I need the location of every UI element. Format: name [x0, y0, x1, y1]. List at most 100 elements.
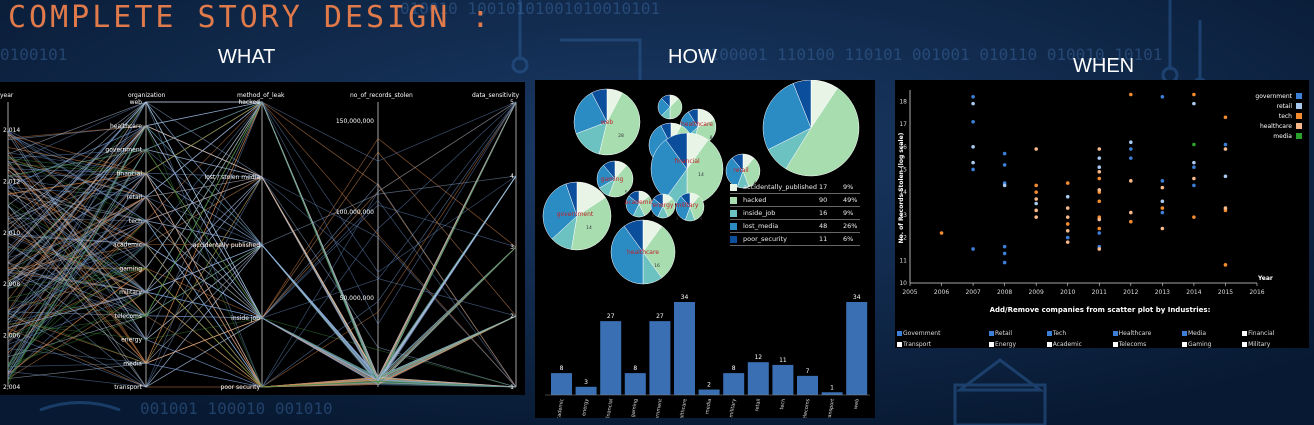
scatter-point-government — [1002, 151, 1007, 156]
industry-checkbox-healthcare[interactable]: Healthcare — [1112, 330, 1182, 337]
industry-checkbox-tech[interactable]: Tech — [1046, 330, 1113, 337]
industry-checkbox-financial[interactable]: Financial — [1242, 330, 1305, 337]
bar-category: military — [728, 398, 737, 418]
industry-checkbox-energy[interactable]: Energy — [989, 341, 1047, 348]
bar-value: 8 — [732, 365, 736, 372]
checkbox-box[interactable] — [989, 331, 995, 336]
bar-value: 8 — [560, 365, 564, 372]
checkbox-label: Gaming — [1187, 341, 1212, 348]
bubble-count: 14 — [586, 225, 592, 231]
how-chart[interactable]: web28healthcare8financial14retail6gaming… — [535, 80, 875, 418]
section-title-what: WHAT — [218, 46, 276, 68]
scatter-point-retail — [971, 144, 975, 149]
bubble-pie — [596, 160, 634, 198]
y-tick-label: 18 — [899, 98, 907, 105]
binary-text: 0100001 110100 110101 001001 010110 0100… — [700, 45, 1162, 64]
bar-category: energy — [581, 398, 590, 416]
section-title-when: WHEN — [1073, 55, 1135, 77]
scatter-point-retail — [1002, 183, 1007, 188]
y-tick-label: 17 — [899, 121, 907, 128]
scatter-point-government — [971, 167, 975, 172]
bar — [624, 373, 646, 395]
bubble-label: healthcare — [627, 249, 659, 256]
industry-checkbox-gaming[interactable]: Gaming — [1181, 341, 1242, 348]
sensitivity-tick: 5 — [510, 99, 514, 106]
scatter-point-government — [1160, 179, 1165, 183]
pie-slice — [603, 160, 616, 180]
scatter-point-tech — [1097, 226, 1102, 231]
pie-slice — [661, 94, 671, 108]
industry-checkbox-media[interactable]: Media — [1181, 330, 1242, 337]
checkbox-box[interactable] — [1046, 331, 1052, 336]
legend-label: government — [1255, 93, 1292, 100]
scatter-point-retail — [971, 160, 975, 165]
legend-name: inside_job — [743, 209, 776, 217]
x-tick-label: 2007 — [965, 289, 980, 296]
scatter-point-healthcare — [1034, 197, 1038, 201]
industry-checkbox-military[interactable]: Military — [1242, 341, 1305, 348]
scatter-point-government — [1129, 147, 1133, 151]
industry-checkbox-telecoms[interactable]: Telecoms — [1112, 341, 1182, 348]
scatter-point-tech — [1192, 215, 1196, 219]
legend-row[interactable]: inside_job 16 9% — [730, 207, 860, 220]
pie-slice — [610, 225, 644, 285]
scatter-point-government — [1192, 183, 1196, 188]
legend-label: healthcare — [1260, 123, 1292, 130]
pie-slice — [573, 92, 608, 135]
pie-slice — [687, 108, 699, 128]
legend-name: hacked — [743, 196, 767, 204]
scatter-point-tech — [1129, 92, 1133, 97]
sensitivity-tick: 2 — [510, 313, 514, 320]
bubble-pie — [650, 193, 676, 219]
legend-row[interactable]: hacked 90 49% — [730, 194, 860, 207]
pie-slice — [680, 192, 691, 208]
org-tick: retail — [127, 194, 143, 201]
bar-value: 3 — [584, 379, 588, 386]
legend-count: 17 — [819, 183, 828, 191]
bar-value: 34 — [853, 294, 861, 301]
checkbox-box[interactable] — [1046, 342, 1052, 347]
legend-swatch — [730, 183, 737, 191]
checkbox-box[interactable] — [1181, 342, 1187, 347]
legend-row[interactable]: lost_media 48 26% — [730, 220, 860, 233]
checkbox-box[interactable] — [989, 342, 995, 347]
scatter-point-government — [1192, 165, 1196, 169]
checkbox-box[interactable] — [897, 331, 902, 336]
checkbox-box[interactable] — [1112, 331, 1118, 336]
x-tick-label: 2012 — [1123, 289, 1138, 296]
checkbox-box[interactable] — [1112, 342, 1118, 347]
industry-checkbox-academic[interactable]: Academic — [1046, 341, 1113, 348]
checkbox-label: Media — [1187, 330, 1207, 337]
legend-row[interactable]: poor_security 11 6% — [730, 233, 860, 246]
checkbox-label: Telecoms — [1118, 341, 1147, 348]
legend-name: accidentally_published — [743, 183, 818, 191]
industry-checkbox-government[interactable]: Government — [897, 330, 989, 337]
checkbox-box[interactable] — [1181, 331, 1187, 336]
org-tick: healthcare — [110, 123, 142, 130]
pie-slice — [628, 190, 640, 205]
scatter-point-healthcare — [1065, 206, 1070, 210]
y-tick-label: 11 — [899, 257, 907, 264]
legend-swatch — [1296, 113, 1302, 119]
pie-slice — [665, 132, 688, 170]
legend-name: lost_media — [743, 222, 779, 230]
pie-slice — [785, 87, 860, 177]
scatter-point-retail — [1160, 199, 1165, 204]
checkbox-box[interactable] — [1242, 342, 1248, 347]
scatter-point-retail — [971, 101, 975, 106]
legend-pct: 6% — [843, 235, 854, 243]
legend-row[interactable]: accidentally_published 17 9% — [730, 181, 860, 194]
checkbox-box[interactable] — [897, 342, 902, 347]
records-tick: 100,000,000 — [336, 209, 374, 216]
scatter-point-healthcare — [1223, 147, 1228, 151]
industry-checkbox-retail[interactable]: Retail — [989, 330, 1047, 337]
bar-value: 11 — [779, 357, 787, 364]
pie-slice — [731, 153, 744, 172]
checkbox-box[interactable] — [1242, 331, 1248, 336]
x-tick-label: 2016 — [1249, 289, 1264, 296]
industry-checkbox-transport[interactable]: Transport — [897, 341, 989, 348]
legend-name: poor_security — [743, 235, 787, 243]
bubble-pie — [725, 153, 761, 189]
